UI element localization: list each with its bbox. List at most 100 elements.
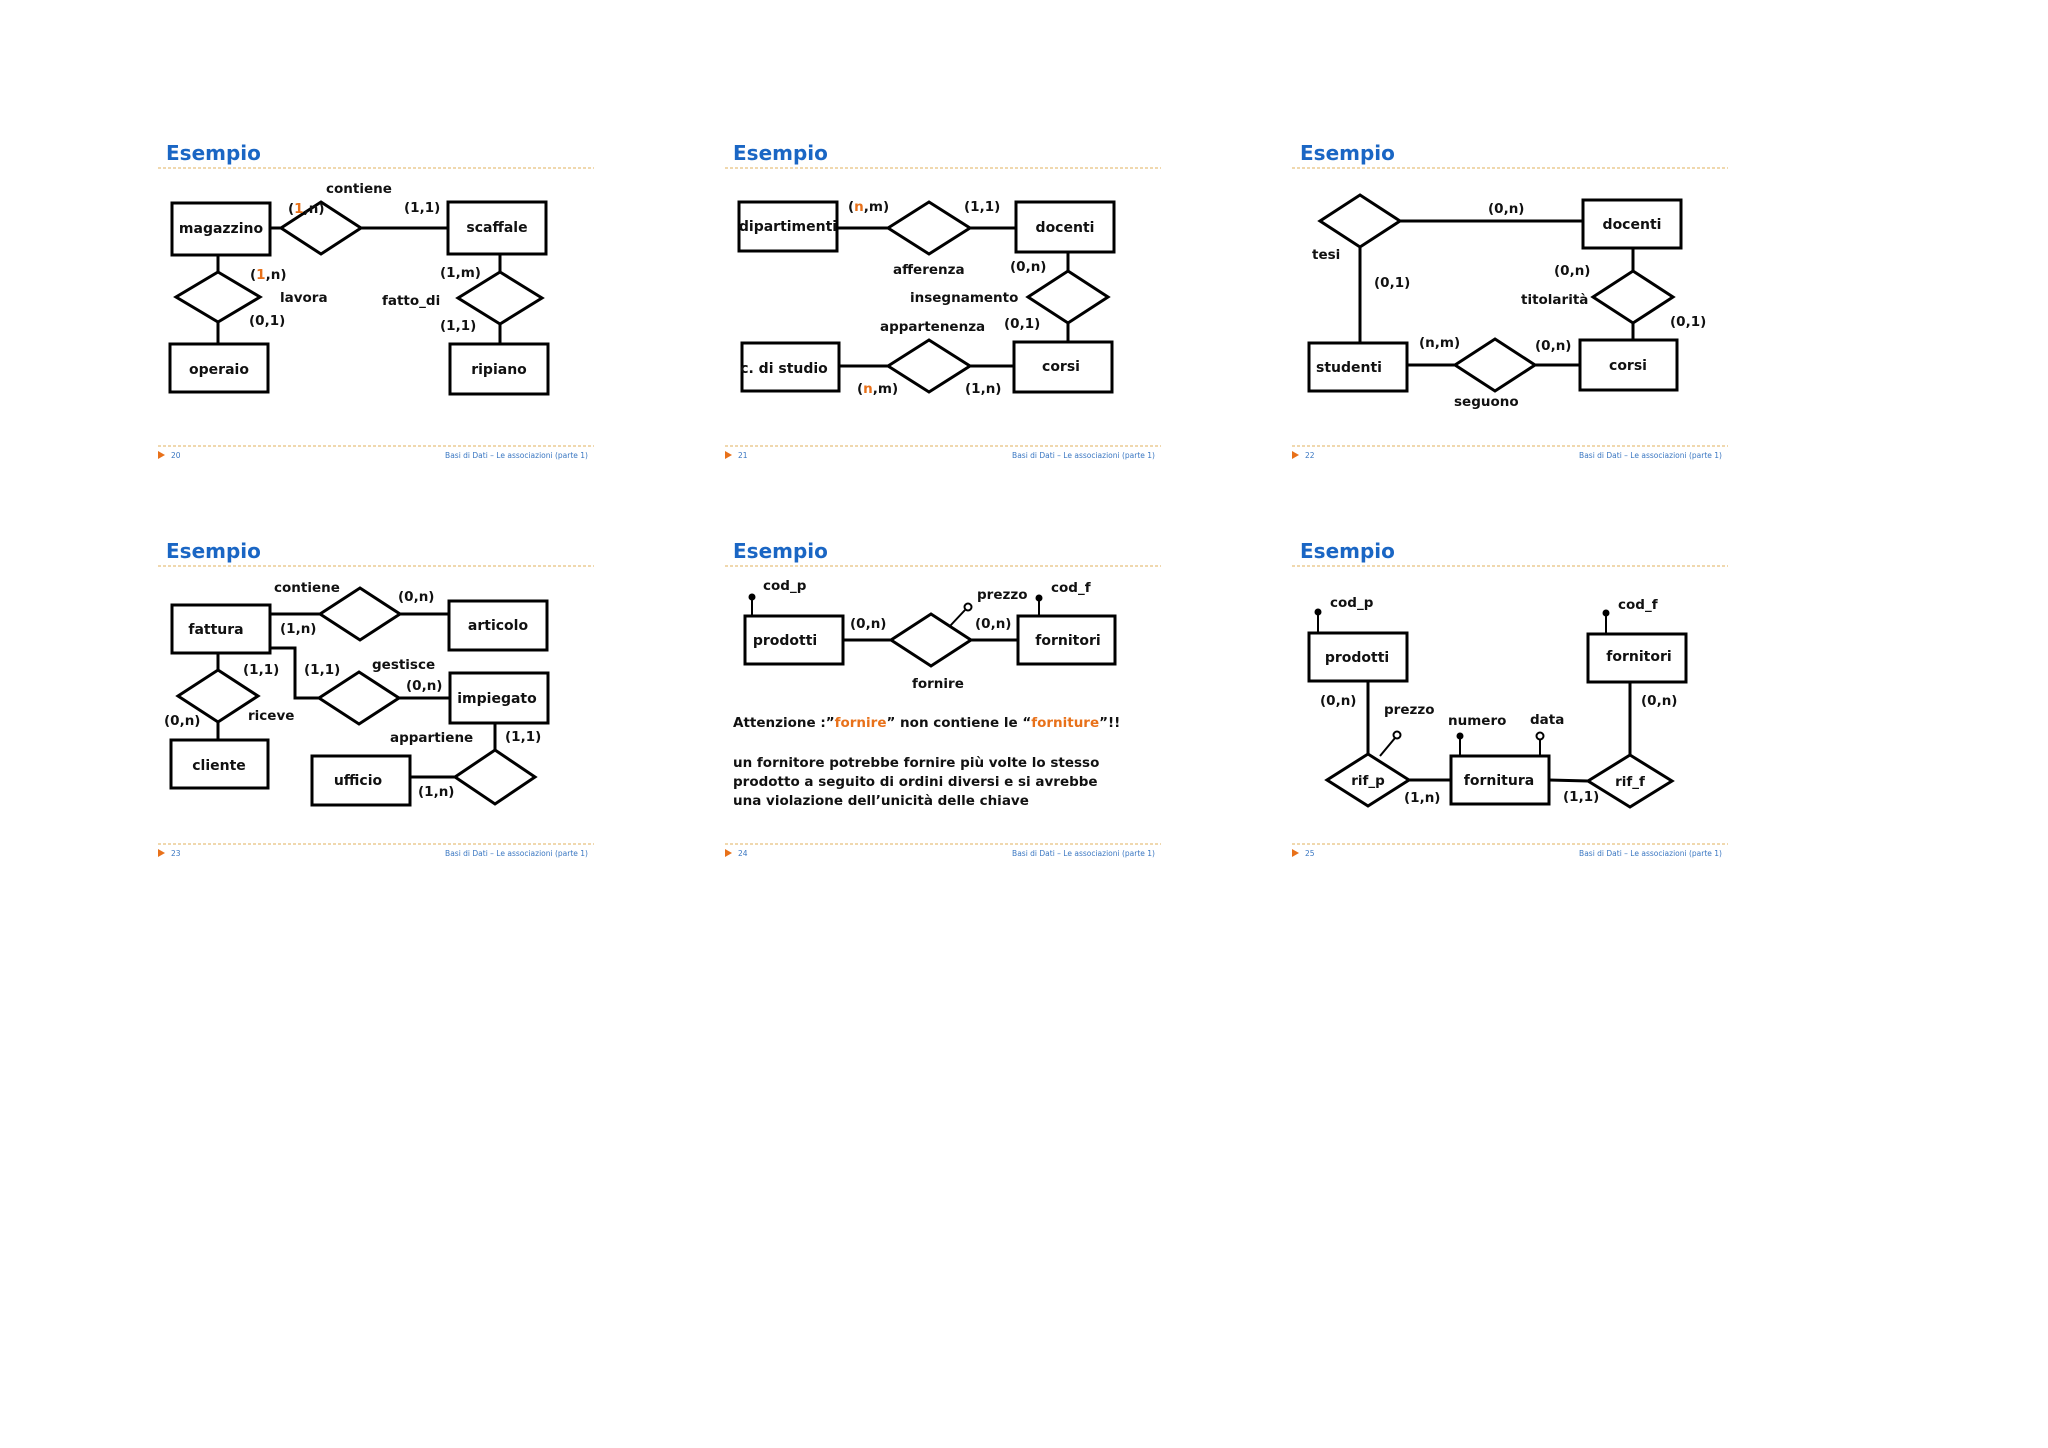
cardinality-label: (0,n)	[164, 713, 200, 729]
slide-title: Esempio	[166, 539, 261, 563]
cardinality-label: (1,n)	[250, 267, 287, 283]
entity-prodotti	[1307, 631, 1409, 683]
entity-operaio	[168, 342, 270, 394]
key-attribute-dot	[748, 593, 756, 601]
explanation-line: prodotto a seguito di ordini diversi e s…	[733, 774, 1098, 790]
cardinality-label: (1,n)	[418, 784, 454, 800]
entity-label: studenti	[1316, 360, 1382, 376]
footer-page-number: 22	[1305, 451, 1315, 460]
slide-21: Esempio dipartimenti docenti c. di studi…	[725, 141, 1161, 460]
entity-magazzino	[170, 201, 272, 257]
entity-label: prodotti	[753, 633, 817, 649]
relationship-label: fatto_di	[382, 293, 440, 309]
attribute-label: cod_p	[763, 578, 807, 594]
cardinality-label: (0,n)	[1535, 338, 1571, 354]
entity-impiegato	[448, 671, 550, 725]
attribute-label: prezzo	[977, 587, 1027, 603]
slide-title: Esempio	[733, 539, 828, 563]
attribute-label: cod_f	[1051, 580, 1091, 596]
entity-docenti	[1014, 200, 1116, 254]
relationship-rif-f	[1585, 753, 1675, 809]
relationship-afferenza	[885, 200, 973, 256]
cardinality-label: (1,1)	[964, 199, 1000, 215]
slide-24: Esempio prodotti fornitori cod_p prezzo …	[725, 539, 1161, 858]
relationship-label: contiene	[326, 181, 392, 197]
footer-page-number: 24	[738, 849, 748, 858]
entity-fornitori	[1016, 614, 1117, 666]
attribute-dot	[1392, 730, 1402, 740]
entity-articolo	[447, 599, 549, 652]
relationship-contiene	[317, 586, 403, 642]
relationship-label: appartiene	[390, 730, 473, 746]
relationship-label: riceve	[248, 708, 294, 724]
slide-title: Esempio	[166, 141, 261, 165]
cardinality-label: (0,n)	[406, 678, 442, 694]
slide-22: Esempio docenti studenti corsi (0,n) tes…	[1292, 141, 1728, 460]
cardinality-label: (0,n)	[398, 589, 434, 605]
entity-prodotti	[743, 614, 845, 666]
cardinality-label: (0,n)	[1641, 693, 1677, 709]
entity-label: ripiano	[471, 362, 527, 378]
cardinality-label: (1,n)	[965, 381, 1001, 397]
cardinality-label: (1,n)	[1404, 790, 1440, 806]
entity-studenti	[1307, 341, 1409, 393]
footer-text: Basi di Dati – Le associazioni (parte 1)	[445, 451, 588, 460]
relationship-tesi	[1317, 193, 1403, 249]
cardinality-label: (n,m)	[848, 199, 889, 215]
entity-label: fornitori	[1606, 649, 1671, 665]
cardinality-label: (1,1)	[505, 729, 541, 745]
attribute-dot	[1535, 731, 1545, 741]
key-attribute-dot	[1035, 594, 1043, 602]
orange-triangle-icon	[158, 451, 165, 459]
entity-label: ufficio	[334, 773, 383, 789]
relationship-label: seguono	[1454, 394, 1519, 410]
relationship-lavora	[173, 270, 263, 324]
entity-label: operaio	[189, 362, 249, 378]
cardinality-label: (0,n)	[975, 616, 1011, 632]
key-attribute-dot	[1456, 732, 1464, 740]
cardinality-label: (0,n)	[1320, 693, 1356, 709]
attribute-stem-prezzo	[949, 609, 966, 627]
entity-label: dipartimenti	[739, 219, 837, 235]
footer-page-number: 20	[171, 451, 181, 460]
relationship-label: fornire	[912, 676, 964, 692]
cardinality-label: (1,1)	[243, 662, 279, 678]
relationship-label: rif_f	[1615, 774, 1645, 790]
entity-dipartimenti	[737, 200, 839, 253]
footer-page-number: 21	[738, 451, 748, 460]
relationship-label: afferenza	[893, 262, 965, 278]
slide-title: Esempio	[733, 141, 828, 165]
orange-triangle-icon	[1292, 849, 1299, 857]
cardinality-label: (1,1)	[440, 318, 476, 334]
key-attribute-dot	[1602, 609, 1610, 617]
slide-25: Esempio prodotti fornitori fornitura cod…	[1292, 539, 1728, 858]
footer-page-number: 23	[171, 849, 181, 858]
orange-triangle-icon	[1292, 451, 1299, 459]
entity-fornitori	[1586, 632, 1688, 684]
cardinality-label: (0,n)	[850, 616, 886, 632]
attribute-stem-prezzo	[1379, 737, 1396, 757]
entity-fattura	[170, 603, 272, 655]
relationship-fornire	[888, 612, 974, 668]
warning-note: Attenzione :”fornire” non contiene le “f…	[733, 715, 1120, 731]
entity-corsi	[1012, 340, 1114, 394]
footer-text: Basi di Dati – Le associazioni (parte 1)	[445, 849, 588, 858]
entity-c-di-studio	[740, 341, 841, 393]
relationship-riceve	[175, 668, 261, 724]
entity-ufficio	[310, 754, 412, 807]
cardinality-label: (1,1)	[1563, 789, 1599, 805]
relationship-fatto-di	[455, 270, 545, 326]
footer-page-number: 25	[1305, 849, 1315, 858]
orange-triangle-icon	[158, 849, 165, 857]
cardinality-label: (0,1)	[1374, 275, 1410, 291]
entity-scaffale	[446, 200, 548, 256]
entity-label: fornitori	[1035, 633, 1100, 649]
relationship-gestisce	[316, 670, 402, 726]
cardinality-label: (0,1)	[249, 313, 285, 329]
explanation-line: una violazione dell’unicità delle chiave	[733, 793, 1029, 809]
entity-label: magazzino	[179, 221, 264, 237]
relationship-label: tesi	[1312, 247, 1340, 263]
edge-fornitura-riff	[1548, 778, 1589, 783]
cardinality-label: (1,m)	[440, 265, 481, 281]
entity-fornitura	[1449, 754, 1551, 806]
